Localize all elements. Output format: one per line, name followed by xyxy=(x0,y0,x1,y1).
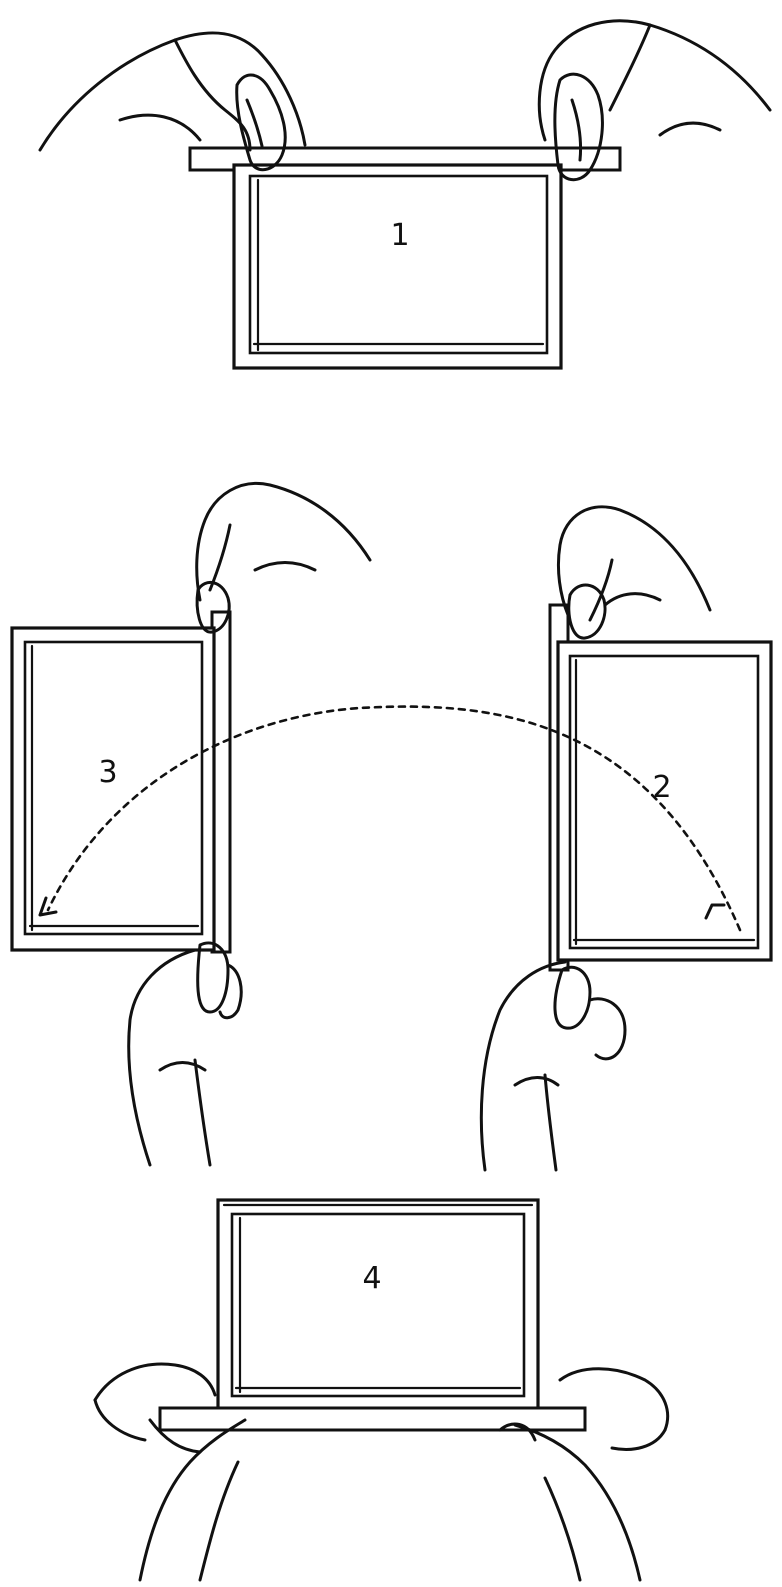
panel-3-frame-inner xyxy=(23,640,204,936)
panel-3: 3 xyxy=(10,482,372,1167)
flip-arrowhead-left xyxy=(38,896,58,917)
flip-arrow xyxy=(38,705,742,932)
right-hand-icon xyxy=(537,19,772,181)
upper-right-hand-icon xyxy=(556,505,712,640)
flip-arc-path xyxy=(46,705,742,932)
lower-left-hand-icon xyxy=(127,941,243,1167)
panel-2-label: 2 xyxy=(652,770,671,805)
left-hand-icon xyxy=(38,31,307,171)
panel-4-label: 4 xyxy=(362,1261,381,1296)
panel-2: 2 xyxy=(479,505,773,1172)
panel-4-bottom-bar xyxy=(158,1406,587,1432)
flip-arrowhead-right xyxy=(704,903,726,920)
lower-right-hand-icon xyxy=(479,960,627,1172)
panel-4: 4 xyxy=(93,1198,670,1582)
panel-1-frame-inner xyxy=(248,174,549,355)
panel-2-frame-inner xyxy=(568,654,760,950)
upper-left-hand-icon xyxy=(195,482,372,634)
panel-4-frame-inner xyxy=(230,1212,526,1398)
bottom-right-hand-icon xyxy=(498,1367,670,1582)
panel-1: 1 xyxy=(38,19,772,370)
panel-3-label: 3 xyxy=(98,755,117,790)
bottom-left-hand-icon xyxy=(93,1362,247,1582)
panel-1-label: 1 xyxy=(390,218,409,253)
